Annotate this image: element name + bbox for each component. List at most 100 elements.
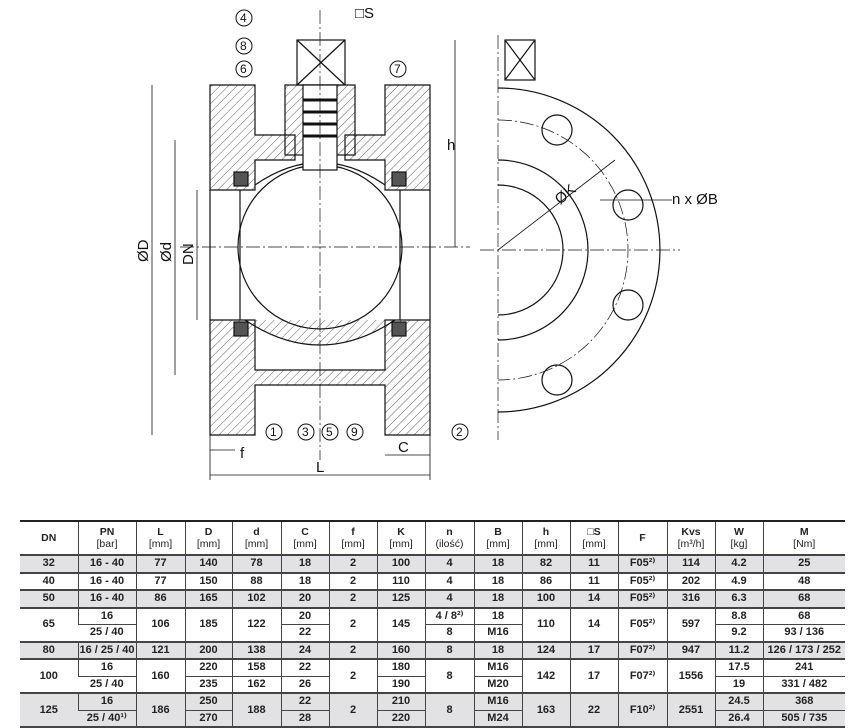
callout-5: 5 bbox=[321, 423, 339, 441]
column-header: □S[mm] bbox=[569, 520, 618, 556]
table-cell: 26 bbox=[280, 676, 329, 694]
side-view bbox=[497, 39, 672, 413]
table-cell: 160 bbox=[135, 659, 185, 694]
column-header: f[mm] bbox=[328, 520, 377, 556]
header-label: f bbox=[351, 526, 355, 538]
table-cell: F05²⁾ bbox=[617, 555, 667, 574]
table-cell: 24.5 bbox=[714, 693, 763, 711]
header-unit: [mm] bbox=[534, 538, 558, 550]
table-cell: 25 / 40 bbox=[78, 676, 136, 694]
svg-text:8: 8 bbox=[240, 39, 247, 53]
table-cell: 18 bbox=[473, 555, 522, 574]
table-cell: F05²⁾ bbox=[617, 590, 667, 609]
table-cell: 4.2 bbox=[714, 555, 763, 574]
table-cell: M24 bbox=[473, 710, 522, 728]
callout-2: 2 bbox=[451, 423, 469, 441]
table-cell: 102 bbox=[231, 590, 281, 609]
header-unit: [mm] bbox=[341, 538, 365, 550]
table-cell: 270 bbox=[184, 710, 232, 728]
column-header: C[mm] bbox=[280, 520, 329, 556]
svg-text:2: 2 bbox=[456, 425, 463, 439]
table-cell: 88 bbox=[231, 572, 281, 591]
table-cell: F10²⁾ bbox=[617, 693, 667, 728]
column-header: DN bbox=[20, 520, 78, 556]
table-cell: 17.5 bbox=[714, 659, 763, 677]
table-cell: 14 bbox=[569, 607, 618, 643]
column-header: W[kg] bbox=[714, 520, 763, 556]
header-unit: [m³/h] bbox=[677, 538, 705, 550]
header-unit: [mm] bbox=[196, 538, 221, 550]
table-cell: 185 bbox=[184, 607, 232, 643]
table-cell: F07²⁾ bbox=[617, 659, 667, 694]
table-cell: M20 bbox=[473, 676, 522, 694]
dimension-labels: □S h ØD Ød DN f L C ØK n x ØB bbox=[135, 5, 718, 476]
table-cell: 597 bbox=[666, 607, 715, 643]
table-cell: 68 bbox=[762, 590, 845, 609]
header-label: D bbox=[204, 526, 213, 538]
table-cell: 19 bbox=[714, 676, 763, 694]
table-cell: 4.9 bbox=[714, 572, 763, 591]
header-label: C bbox=[301, 526, 309, 538]
table-cell: 86 bbox=[135, 590, 185, 609]
table-cell: 114 bbox=[666, 555, 715, 574]
svg-text:9: 9 bbox=[351, 425, 358, 439]
table-cell: M16 bbox=[473, 624, 522, 643]
table-cell: 2 bbox=[328, 693, 377, 728]
callout-9: 9 bbox=[346, 423, 364, 441]
header-label: M bbox=[799, 526, 809, 538]
table-cell: 40 bbox=[20, 572, 78, 591]
table-cell: 9.2 bbox=[714, 624, 763, 643]
table-cell: 11 bbox=[569, 555, 618, 574]
table-cell: 2 bbox=[328, 590, 377, 609]
callout-8: 8 bbox=[235, 37, 253, 55]
header-unit: [mm] bbox=[293, 538, 317, 550]
section-view bbox=[151, 10, 680, 480]
header-unit: [bar] bbox=[96, 538, 118, 550]
table-cell: 6.3 bbox=[714, 590, 763, 609]
header-unit: [mm] bbox=[244, 538, 269, 550]
table-cell: 145 bbox=[376, 607, 425, 643]
table-cell: 2 bbox=[328, 659, 377, 694]
table-cell: 188 bbox=[231, 693, 281, 728]
table-cell: 82 bbox=[521, 555, 570, 574]
header-label: F bbox=[639, 532, 646, 544]
header-label: d bbox=[253, 526, 260, 538]
callout-1: 1 bbox=[265, 423, 283, 441]
header-unit: [mm] bbox=[486, 538, 510, 550]
table-cell: 202 bbox=[666, 572, 715, 591]
dim-square-s: □S bbox=[355, 5, 374, 22]
table-cell: 241 bbox=[762, 659, 845, 677]
table-cell: 18 bbox=[473, 607, 522, 625]
table-cell: 26.4 bbox=[714, 710, 763, 728]
header-unit: (ilość) bbox=[435, 538, 464, 550]
table-cell: 126 / 173 / 252 bbox=[762, 641, 845, 660]
header-unit: [kg] bbox=[730, 538, 748, 550]
table-cell: 142 bbox=[521, 659, 570, 694]
table-cell: 220 bbox=[376, 710, 425, 728]
table-cell: 8.8 bbox=[714, 607, 763, 625]
table-cell: 110 bbox=[376, 572, 425, 591]
table-cell: 20 bbox=[280, 590, 329, 609]
table-cell: 220 bbox=[184, 659, 232, 677]
table-cell: 14 bbox=[569, 590, 618, 609]
table-cell: 4 / 8²⁾ bbox=[424, 607, 474, 625]
svg-text:5: 5 bbox=[326, 425, 333, 439]
table-cell: 16 - 40 bbox=[77, 555, 136, 574]
table-cell: 368 bbox=[762, 693, 845, 711]
column-header: B[mm] bbox=[473, 520, 522, 556]
callouts: 4 8 6 7 1 3 5 9 2 bbox=[235, 9, 469, 441]
table-cell: 65 bbox=[20, 607, 78, 643]
table-cell: 250 bbox=[184, 693, 232, 711]
table-cell: 77 bbox=[135, 572, 185, 591]
table-cell: 138 bbox=[231, 641, 281, 660]
dim-c: C bbox=[398, 439, 409, 456]
table-cell: 8 bbox=[424, 641, 474, 660]
table-cell: 77 bbox=[135, 555, 185, 574]
header-label: Kvs bbox=[681, 526, 701, 538]
header-label: L bbox=[157, 526, 164, 538]
